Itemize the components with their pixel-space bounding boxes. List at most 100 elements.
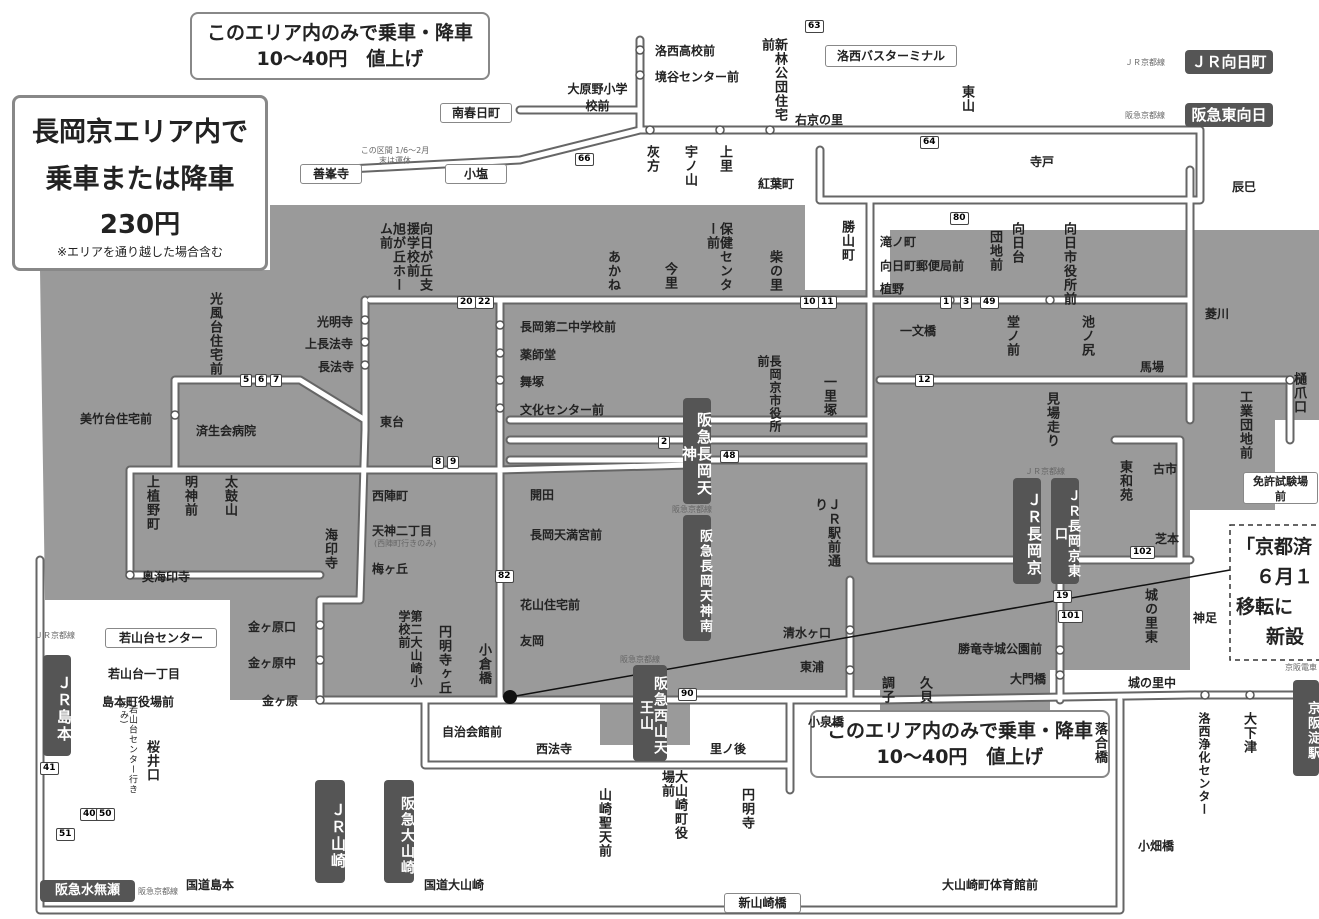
keihan-yodo-station: 京阪淀駅 [1293,680,1319,776]
route-badge-48: 48 [720,450,739,463]
bottom-notice-line2: 10〜40円 値上げ [876,746,1044,768]
side-notice-line4: 新設 [1266,626,1305,648]
stop-kaiden: 開田 [530,488,555,502]
stop-komyoji: 光明寺 [317,315,354,329]
route-badge-41: 41 [40,762,59,775]
stop-ooshimo: 大下津 [1241,712,1256,754]
fare-note: ※エリアを通り越した場合含む [56,245,224,259]
hankyu-higashimuko-station: 阪急東向日 [1185,103,1273,127]
bottom-notice-line1: このエリア内のみで乗車・降車 [826,720,1093,742]
stop-higashiyama: 東山 [959,85,974,113]
stop-kofu: 光風台住宅前 [207,292,222,376]
stop-hishikawa: 菱川 [1205,307,1230,321]
stop-sakurai: 桜井口 [144,740,159,782]
route-badge-90: 90 [678,688,697,701]
stop-kumiko: 久貝 [917,676,932,704]
stop-kamiashi: 神足 [1193,611,1218,625]
jr-kyoto-line-label-2: ＪＲ京都線 [1025,467,1065,476]
jr-nagaokakyo-higashi-station: ＪＲ長岡京東口 [1051,478,1080,584]
stop-shiengakko: 向日が丘支援学校前 [404,222,432,292]
stop-okuebinji: 奥海印寺 [142,570,191,584]
stop-rakusai-joka: 洛西浄化センター [1197,712,1211,816]
stop-akane: あかね [605,250,620,292]
top-notice: このエリア内のみで乗車・降車 10〜40円 値上げ [190,12,490,80]
side-notice: 「京都済 ６月１ 移転に 新設 [1236,532,1313,652]
fare-line1: 長岡京エリア内で [32,117,248,148]
stop-towaen: 東和苑 [1117,460,1132,502]
stop-nagaoka-tenmangu: 長岡天満宮前 [530,528,603,542]
stop-saihoji: 西法寺 [536,742,573,756]
stop-shiba-no-sato: 柴の里 [767,250,782,292]
stop-minami-kasuga: 南春日町 [440,103,512,123]
stop-danchimae: 団地前 [987,230,1002,272]
stop-nishijincho: 西陣町 [372,489,409,503]
fare-box: 長岡京エリア内で 乗車または降車 230円 ※エリアを通り越した場合含む [12,95,268,271]
route-badge-12: 12 [915,374,934,387]
stop-shimamoto-yakuba: 島本町役場前 [102,695,175,709]
route-badge-9: 9 [447,456,460,469]
hankyu-nagaokatenjin-minami-station: 阪急長岡天神南 [683,515,712,641]
stop-yamazaki-shoten: 山崎聖天前 [596,788,611,858]
stop-oharano: 大原野小学校前 [567,82,628,113]
route-badge-63: 63 [805,20,824,33]
hankyu-nagaokatenjin-station: 阪急長岡天神 [680,398,713,504]
stop-ichirizuka: 一里塚 [821,375,836,417]
stop-shin-yamazakibashi: 新山崎橋 [724,893,801,913]
route-badge-82: 82 [495,570,514,583]
stop-saisei: 済生会病院 [196,424,257,438]
location-pin [503,690,517,704]
stop-oshio: 小塩 [445,164,507,184]
stop-kotsukata: 灰方 [644,145,659,173]
stop-choshi: 調子 [879,676,894,704]
stop-ueno: 植野 [880,282,905,296]
stop-ukyo-no-sato: 右京の里 [795,113,844,127]
route-badge-1: 1 [940,296,953,309]
stop-enmyoji: 円明寺 [739,788,754,830]
hankyu-kyoto-line-label-3: 阪急京都線 [620,655,660,664]
stop-ekimae: ＪＲ駅前通り [812,498,840,568]
stop-umegaoka: 梅ヶ丘 [372,562,409,576]
stop-tomooka: 友岡 [520,634,545,648]
route-badge-10: 10 [800,296,819,309]
route-badge-2: 2 [658,436,671,449]
stop-chohoji: 長法寺 [318,360,355,374]
route-badge-102: 102 [1130,546,1155,559]
route-badge-3: 3 [960,296,973,309]
stop-kanegahara-naka: 金ヶ原中 [248,656,297,670]
jr-mukomachi-station: ＪＲ向日町 [1185,50,1273,74]
route-badge-5: 5 [240,374,253,387]
route-badge-22: 22 [475,296,494,309]
hankyu-oyamazaki-station: 阪急大山崎 [384,780,415,883]
side-notice-line1: 「京都済 [1236,536,1313,558]
stop-shiba: 芝本 [1155,532,1180,546]
top-notice-line1: このエリア内のみで乗車・降車 [206,22,473,44]
stop-jichikaikan: 自治会館前 [442,725,503,739]
route-badge-64: 64 [920,136,939,149]
route-badge-8: 8 [432,456,445,469]
stop-koyocho: 紅葉町 [758,177,795,191]
side-notice-line2: ６月１ [1256,566,1314,588]
stop-kohatabashi: 小畑橋 [1138,839,1175,853]
wakayamadai-center: 若山台センター [105,628,217,648]
stop-takinocho: 滝ノ町 [880,235,917,249]
stop-daimonbashi: 大門橋 [1010,672,1047,686]
stop-myojinmae: 明神前 [182,475,197,517]
stop-shoryuji: 勝竜寺城公園前 [958,642,1043,656]
stop-hitsumeguchi: 樋爪口 [1291,372,1306,414]
stop-mitsukeri: 見場走り [1044,392,1059,448]
stop-wakayamadai1: 若山台一丁目 [108,667,181,681]
stop-hanayama: 花山住宅前 [520,598,581,612]
route-badge-19: 19 [1053,590,1072,603]
stop-taikoyama: 太鼓山 [222,475,237,517]
jr-nagaokakyo-station: ＪＲ長岡京 [1013,478,1043,584]
side-notice-line3: 移転に [1236,596,1294,618]
hankyu-nishiyama-tennozan-station: 阪急西山天王山 [633,665,668,761]
hankyu-kyoto-line-label-2: 阪急京都線 [672,505,712,514]
rakusai-bus-terminal: 洛西バスターミナル [825,45,957,67]
stop-higashidai: 東台 [380,415,405,429]
hankyu-kyoto-line-label-1: 阪急京都線 [1125,111,1165,120]
stop-unoyama: 宇ノ山 [682,145,697,187]
stop-baba: 馬場 [1140,360,1165,374]
